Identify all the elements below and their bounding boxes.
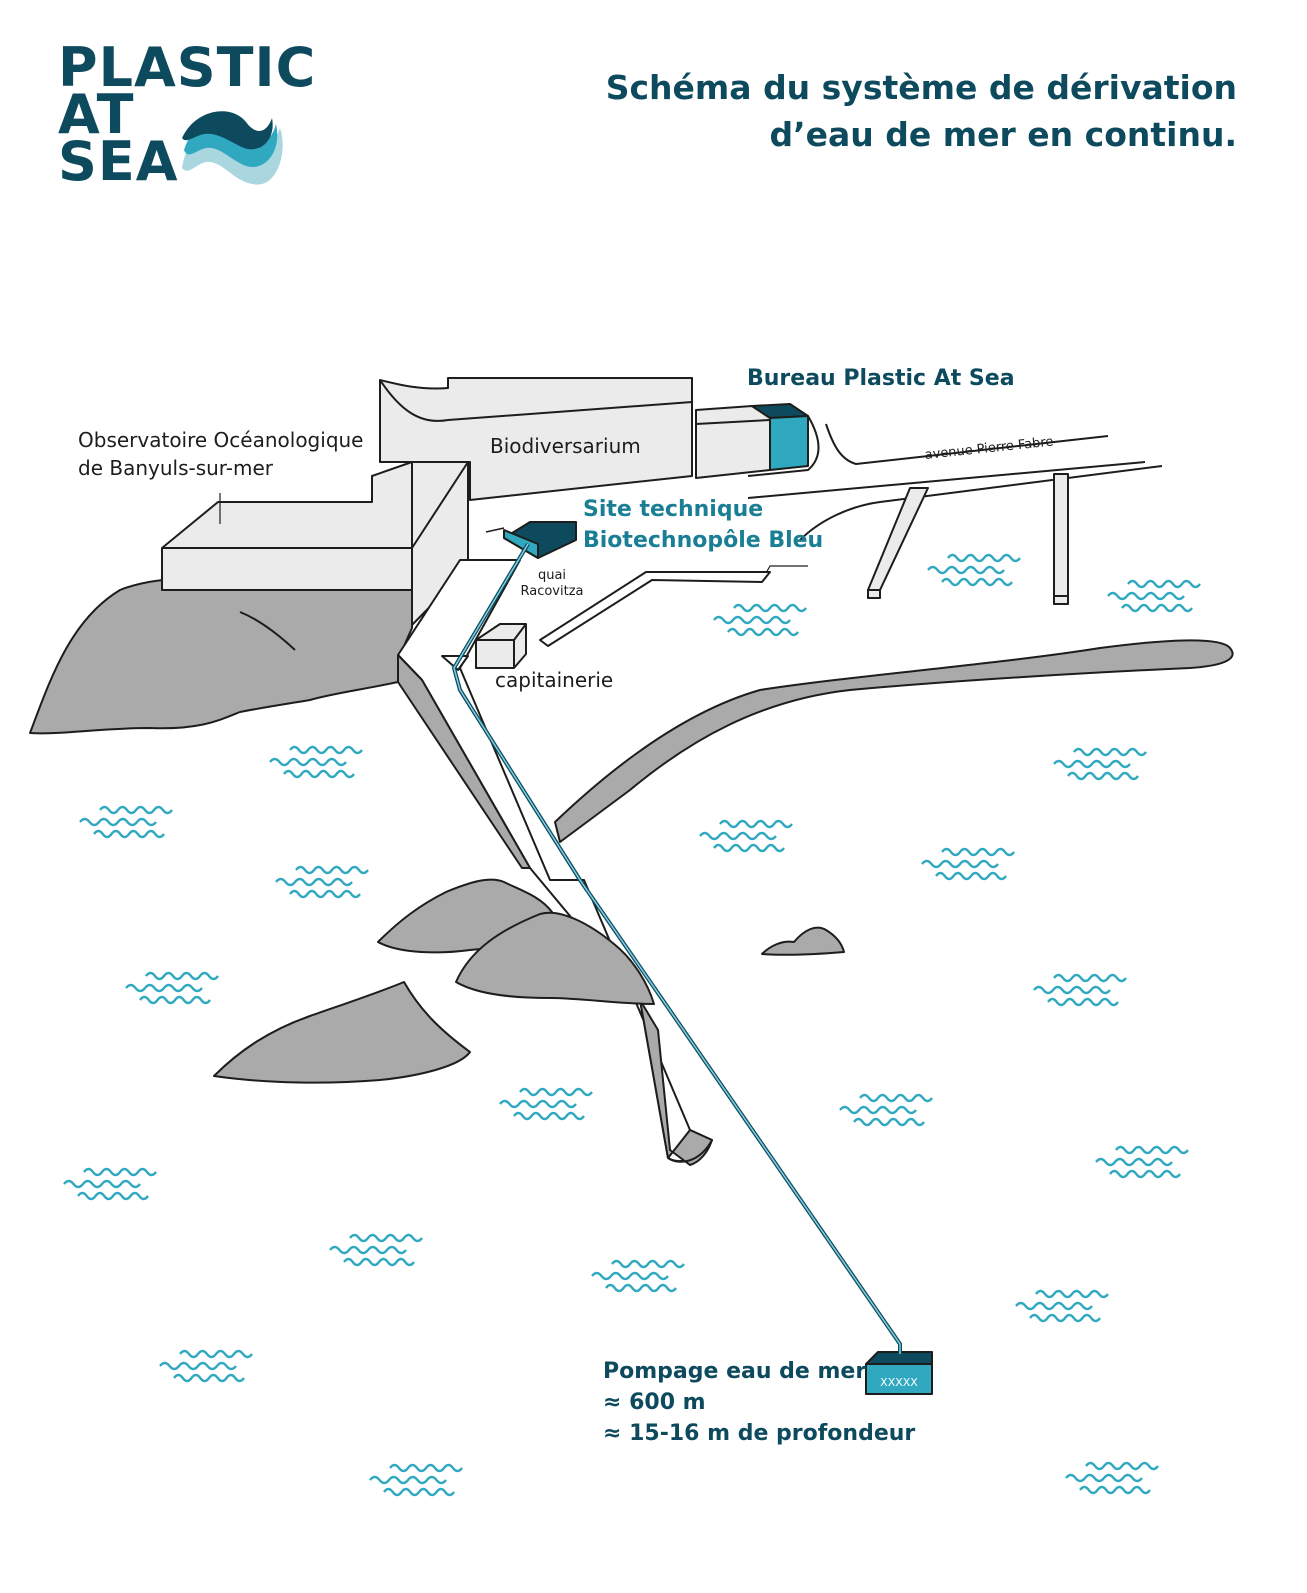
wave-mark [839, 1093, 933, 1127]
site-technique-label-line1: Site technique [583, 497, 764, 522]
breakwater-right [554, 639, 1234, 843]
wave-mark [269, 745, 363, 779]
wave-mark [1107, 579, 1201, 613]
observatoire-label-line2: de Banyuls-sur-mer [78, 456, 273, 480]
bureau-box [751, 403, 809, 471]
site-technique-label-line2: Biotechnopôle Bleu [583, 528, 824, 553]
main-jetty [397, 559, 713, 1166]
quai-label-line2: Racovitza [520, 584, 584, 599]
svg-text:XXXXX: XXXXX [880, 1376, 918, 1389]
wave-mark [1065, 1461, 1159, 1495]
logo-line-at: AT [58, 83, 135, 146]
bureau-label: Bureau Plastic At Sea [747, 366, 1015, 391]
biodiversarium-building [379, 377, 693, 501]
pump-box: XXXXX [865, 1351, 933, 1395]
observatoire-building [161, 461, 469, 626]
annex-building [695, 405, 771, 479]
wave-mark [125, 971, 219, 1005]
title-line-1: Schéma du système de dérivation [605, 68, 1237, 107]
wave-mark [275, 865, 369, 899]
logo-line-plastic: PLASTIC [58, 36, 317, 99]
shore-rocks-left [29, 577, 413, 735]
wave-mark [159, 1349, 253, 1383]
wave-mark [713, 603, 807, 637]
wave-mark [369, 1463, 463, 1497]
biodiversarium-label: Biodiversarium [490, 434, 641, 458]
pompage-label-line1: Pompage eau de mer [603, 1359, 867, 1384]
capitainerie-label: capitainerie [495, 668, 614, 692]
wave-mark [927, 553, 1021, 587]
wave-mark [1095, 1145, 1189, 1179]
title-line-2: d’eau de mer en continu. [769, 115, 1237, 154]
site-technique-label: Site technique Biotechnopôle Bleu [583, 494, 823, 556]
wave-mark [329, 1233, 423, 1267]
pompage-label: Pompage eau de mer ≈ 600 m ≈ 15-16 m de … [603, 1356, 915, 1449]
seawater-pipe [451, 542, 902, 1354]
wave-mark [699, 819, 793, 853]
logo-line-sea: SEA [58, 130, 179, 193]
wave-mark [79, 805, 173, 839]
wave-icon [182, 111, 283, 185]
wave-mark [63, 1167, 157, 1201]
pier-2 [1053, 473, 1069, 597]
pompage-label-line2: ≈ 600 m [603, 1390, 706, 1415]
wave-mark [921, 847, 1015, 881]
sea-waves [63, 553, 1201, 1497]
rock-4 [761, 926, 845, 956]
wave-mark [1053, 747, 1147, 781]
observatoire-label: Observatoire Océanologique de Banyuls-su… [78, 426, 364, 482]
wave-mark [1015, 1289, 1109, 1323]
wave-mark [499, 1087, 593, 1121]
quai-label-line1: quai [537, 568, 567, 583]
pompage-label-line3: ≈ 15-16 m de profondeur [603, 1421, 916, 1446]
wave-mark [1033, 973, 1127, 1007]
rock-2 [455, 911, 655, 1005]
page-title: Schéma du système de dérivation d’eau de… [606, 64, 1237, 158]
rock-3 [213, 981, 471, 1084]
wave-mark [591, 1259, 685, 1293]
site-technique-box [485, 521, 577, 559]
quai-label: quai Racovitza [516, 568, 588, 600]
observatoire-label-line1: Observatoire Océanologique [78, 428, 364, 452]
